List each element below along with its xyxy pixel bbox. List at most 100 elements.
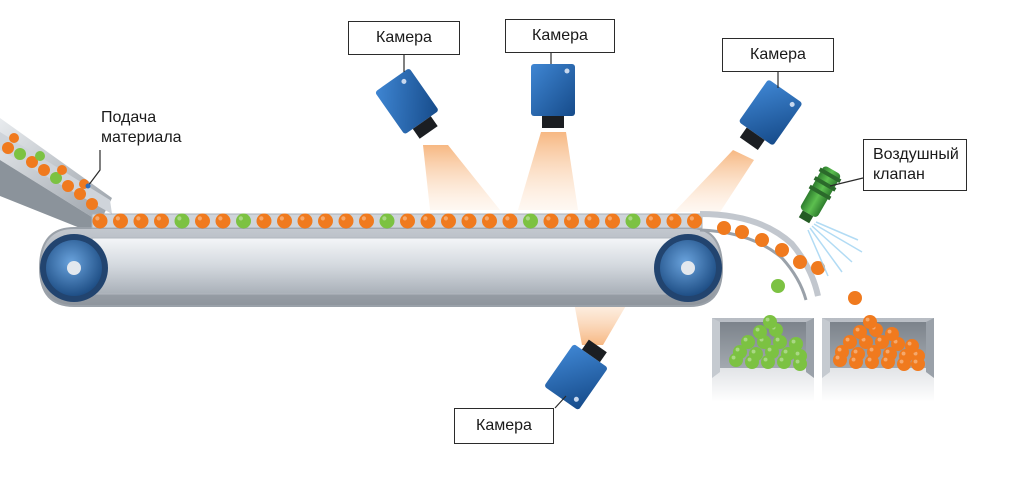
fruit-highlight bbox=[628, 216, 633, 221]
orange-fruit bbox=[400, 213, 415, 229]
orange-fruit bbox=[359, 213, 374, 229]
orange-fruit-pile bbox=[833, 315, 925, 371]
orange-fruit bbox=[584, 213, 600, 229]
camera-label-1: Камера bbox=[348, 21, 460, 55]
fruit-highlight bbox=[767, 347, 772, 352]
fruit-highlight bbox=[765, 317, 770, 322]
orange-fruit bbox=[441, 213, 456, 229]
fruit-highlight bbox=[341, 216, 346, 221]
fruit-highlight bbox=[877, 337, 882, 342]
green-fruit bbox=[625, 213, 641, 229]
green-fruit bbox=[523, 213, 538, 229]
camera-icon bbox=[739, 80, 802, 150]
fruit-highlight bbox=[751, 349, 756, 354]
fruit-highlight bbox=[775, 337, 780, 342]
orange-fruit bbox=[843, 335, 857, 349]
fruit-highlight bbox=[177, 216, 182, 221]
camera-icon bbox=[545, 339, 607, 410]
green-fruit bbox=[793, 357, 807, 371]
orange-fruit bbox=[875, 335, 889, 349]
fruit-highlight bbox=[669, 216, 674, 221]
air-valve-label: Воздушный клапан bbox=[863, 139, 967, 191]
orange-fruit bbox=[338, 213, 354, 229]
fruit-highlight bbox=[845, 337, 850, 342]
fruit-highlight bbox=[238, 216, 243, 221]
fruit-highlight bbox=[867, 357, 872, 362]
fruit-highlight bbox=[795, 351, 800, 356]
green-fruit bbox=[174, 213, 190, 229]
green-fruit bbox=[745, 355, 759, 369]
orange-fruit bbox=[911, 357, 925, 371]
fruit-highlight bbox=[95, 216, 100, 221]
fruit-highlight bbox=[855, 327, 860, 332]
orange-fruit bbox=[885, 327, 899, 341]
fruit-highlight bbox=[861, 337, 866, 342]
fruit-highlight bbox=[423, 216, 428, 221]
green-fruit bbox=[789, 337, 803, 351]
orange-fruit bbox=[881, 355, 895, 369]
camera-label-bottom: Камера bbox=[454, 408, 554, 444]
fruit-highlight bbox=[779, 357, 784, 362]
fruit-highlight bbox=[689, 216, 694, 221]
fruit-highlight bbox=[913, 359, 918, 364]
roller-right bbox=[654, 234, 722, 302]
falling-fruits bbox=[717, 221, 862, 305]
camera-beam-3 bbox=[674, 150, 754, 212]
fruit-highlight bbox=[259, 216, 264, 221]
fruit-highlight bbox=[279, 216, 284, 221]
fruit-highlight bbox=[735, 347, 740, 352]
fruit-highlight bbox=[885, 349, 890, 354]
air-valve-label-line2: клапан bbox=[873, 166, 925, 183]
chute-fruits bbox=[2, 133, 98, 210]
fruit-highlight bbox=[899, 359, 904, 364]
orange-fruit bbox=[863, 315, 877, 329]
fruit-highlight bbox=[731, 355, 736, 360]
feed-label-line2: материала bbox=[101, 129, 182, 146]
green-fruit bbox=[763, 315, 777, 329]
green-fruit bbox=[777, 355, 791, 369]
camera-label-2: Камера bbox=[505, 19, 615, 53]
fruit-highlight bbox=[763, 357, 768, 362]
fruit-highlight bbox=[443, 216, 448, 221]
fruit-highlight bbox=[743, 337, 748, 342]
feed-label: Подача материала bbox=[101, 108, 182, 148]
orange-fruit bbox=[256, 213, 272, 229]
orange-fruit bbox=[133, 213, 149, 229]
fruit-highlight bbox=[837, 347, 842, 352]
fruit-highlight bbox=[869, 347, 874, 352]
fruit-highlight bbox=[464, 216, 469, 221]
camera-icon bbox=[375, 69, 438, 139]
fruit-highlight bbox=[791, 339, 796, 344]
feed-label-line1: Подача bbox=[101, 109, 157, 126]
leader-lines bbox=[87, 53, 864, 409]
orange-fruit bbox=[564, 213, 579, 229]
camera-icon bbox=[531, 64, 575, 128]
belt-fruits bbox=[92, 213, 702, 229]
orange-fruit bbox=[195, 213, 210, 229]
orange-fruit bbox=[461, 213, 477, 229]
fruit-highlight bbox=[361, 216, 366, 221]
orange-fruit bbox=[646, 213, 661, 229]
fruit-highlight bbox=[587, 216, 592, 221]
orange-fruit bbox=[92, 213, 108, 229]
orange-fruit bbox=[215, 213, 231, 229]
green-fruit bbox=[236, 213, 251, 229]
green-fruit bbox=[729, 353, 743, 367]
fruit-highlight bbox=[136, 216, 141, 221]
feed-marker bbox=[85, 183, 91, 189]
orange-fruit bbox=[905, 339, 919, 353]
fruit-highlight bbox=[901, 351, 906, 356]
orange-fruit bbox=[482, 213, 497, 229]
camera-beam-2 bbox=[518, 132, 578, 210]
orange-fruit bbox=[865, 355, 879, 369]
orange-fruit bbox=[849, 355, 863, 369]
green-fruit bbox=[761, 355, 775, 369]
fruit-highlight bbox=[893, 339, 898, 344]
orange-fruit bbox=[543, 213, 559, 229]
orange-fruit bbox=[666, 213, 682, 229]
orange-fruit bbox=[420, 213, 436, 229]
fruit-highlight bbox=[320, 216, 325, 221]
fruit-highlight bbox=[865, 317, 870, 322]
camera-label-3: Камера bbox=[722, 38, 834, 72]
